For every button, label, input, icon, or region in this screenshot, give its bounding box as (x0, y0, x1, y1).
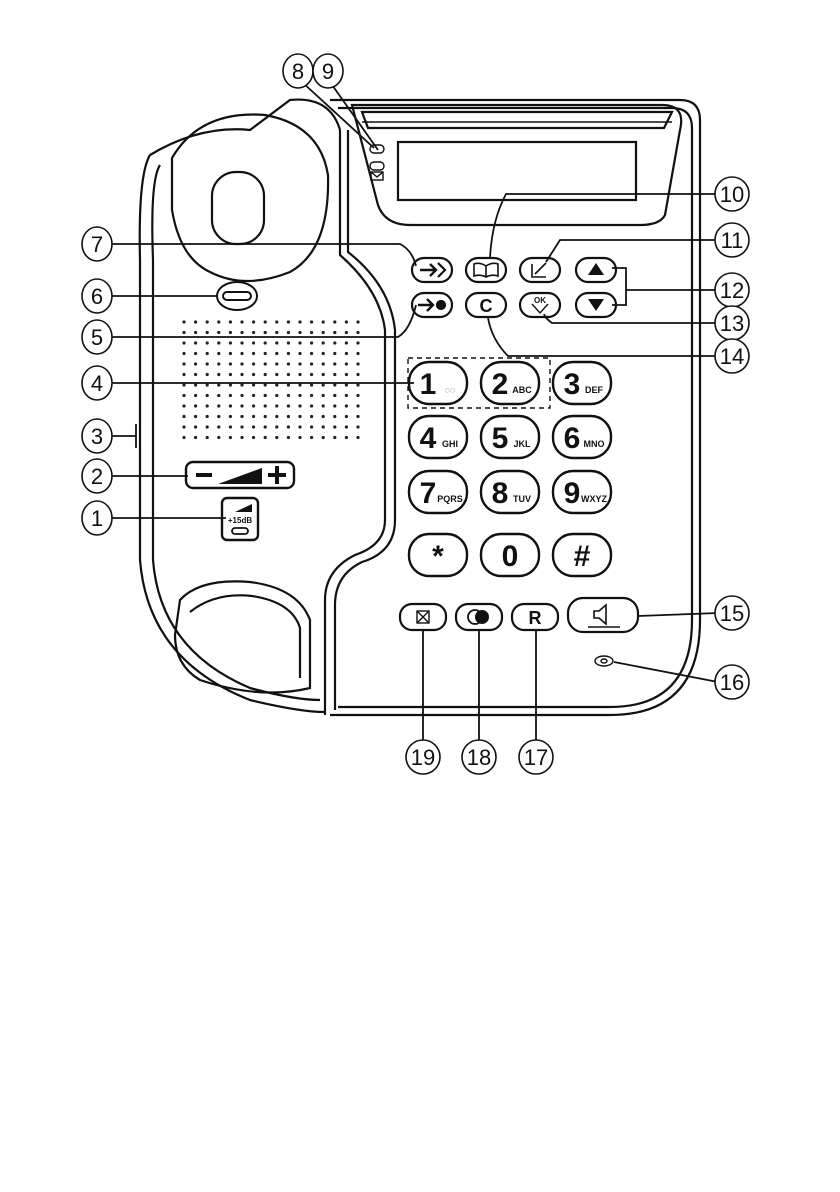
key-letters: WXYZ (581, 494, 608, 504)
callout-9: 9 (313, 54, 343, 88)
key-digit: * (432, 540, 444, 573)
svg-text:17: 17 (524, 745, 548, 770)
boost-button[interactable]: +15dB (222, 498, 258, 540)
hook-switch[interactable] (217, 282, 257, 310)
callout-6: 6 (82, 279, 112, 313)
callout-1: 1 (82, 501, 112, 535)
callout-4: 4 (82, 366, 112, 400)
intercom-button[interactable] (456, 604, 502, 630)
key-letters: TUV (513, 494, 531, 504)
svg-text:6: 6 (91, 284, 103, 309)
key-letters: JKL (513, 439, 531, 449)
svg-text:14: 14 (720, 344, 744, 369)
save-redial-button[interactable] (412, 293, 452, 317)
svg-text:12: 12 (720, 278, 744, 303)
callout-2: 2 (82, 459, 112, 493)
key-digit: 5 (492, 422, 509, 455)
callout-13: 13 (715, 306, 749, 340)
up-button[interactable] (576, 258, 616, 282)
call-list-button[interactable] (520, 258, 560, 282)
callout-11: 11 (715, 223, 749, 257)
key-letters: PQRS (437, 494, 463, 504)
svg-text:1: 1 (91, 506, 103, 531)
microphone (595, 656, 613, 666)
svg-text:19: 19 (411, 745, 435, 770)
key-letters: GHI (442, 439, 458, 449)
down-button[interactable] (576, 293, 616, 317)
svg-text:5: 5 (91, 325, 103, 350)
mute-button[interactable] (400, 604, 446, 630)
key-letters: ◌◌ (445, 385, 456, 395)
callout-7: 7 (82, 227, 112, 261)
key-10[interactable]: * (409, 534, 467, 576)
svg-text:16: 16 (720, 670, 744, 695)
svg-text:18: 18 (467, 745, 491, 770)
redial-button[interactable] (412, 258, 452, 282)
phonebook-button[interactable] (466, 258, 506, 282)
svg-text:4: 4 (91, 371, 103, 396)
callout-17: 17 (519, 740, 553, 774)
callout-19: 19 (406, 740, 440, 774)
svg-text:2: 2 (91, 464, 103, 489)
indicator-leds (370, 145, 384, 180)
key-digit: 1 (420, 368, 437, 401)
speaker-grille (182, 320, 359, 439)
key-digit: 6 (564, 422, 581, 455)
key-digit: 3 (564, 368, 581, 401)
recall-button[interactable]: R (512, 604, 558, 630)
key-letters: MNO (584, 439, 605, 449)
svg-text:11: 11 (721, 228, 744, 253)
key-letters: DEF (585, 385, 604, 395)
svg-text:13: 13 (720, 311, 744, 336)
ok-button[interactable]: OK (520, 293, 560, 317)
key-digit: 7 (420, 477, 437, 510)
callout-14: 14 (715, 339, 749, 373)
callout-16: 16 (715, 665, 749, 699)
ok-label: OK (534, 296, 546, 305)
clear-button[interactable]: C (466, 293, 506, 317)
svg-text:8: 8 (292, 59, 304, 84)
volume-slider[interactable] (186, 462, 294, 488)
svg-text:7: 7 (91, 232, 103, 257)
callout-3: 3 (82, 419, 112, 453)
callout-5: 5 (82, 320, 112, 354)
key-digit: 4 (420, 422, 437, 455)
svg-text:9: 9 (322, 59, 334, 84)
svg-text:10: 10 (720, 182, 744, 207)
speaker-button[interactable] (568, 598, 638, 632)
key-digit: 2 (492, 368, 509, 401)
clear-label: C (480, 296, 493, 316)
callout-8: 8 (283, 54, 313, 88)
callout-10: 10 (715, 177, 749, 211)
key-digit: 8 (492, 477, 509, 510)
leader-lines (112, 82, 718, 742)
key-11[interactable]: 0 (481, 534, 539, 576)
key-digit: 9 (564, 477, 581, 510)
key-digit: 0 (502, 540, 519, 573)
callout-18: 18 (462, 740, 496, 774)
svg-text:3: 3 (91, 424, 103, 449)
boost-label: +15dB (228, 516, 252, 525)
key-letters: ABC (512, 385, 532, 395)
recall-label: R (529, 608, 542, 628)
key-1[interactable]: 1 ◌◌ (409, 362, 467, 404)
key-digit: # (574, 540, 591, 573)
callout-12: 12 (715, 273, 749, 307)
svg-text:15: 15 (720, 601, 744, 626)
callout-15: 15 (715, 596, 749, 630)
key-12[interactable]: # (553, 534, 611, 576)
